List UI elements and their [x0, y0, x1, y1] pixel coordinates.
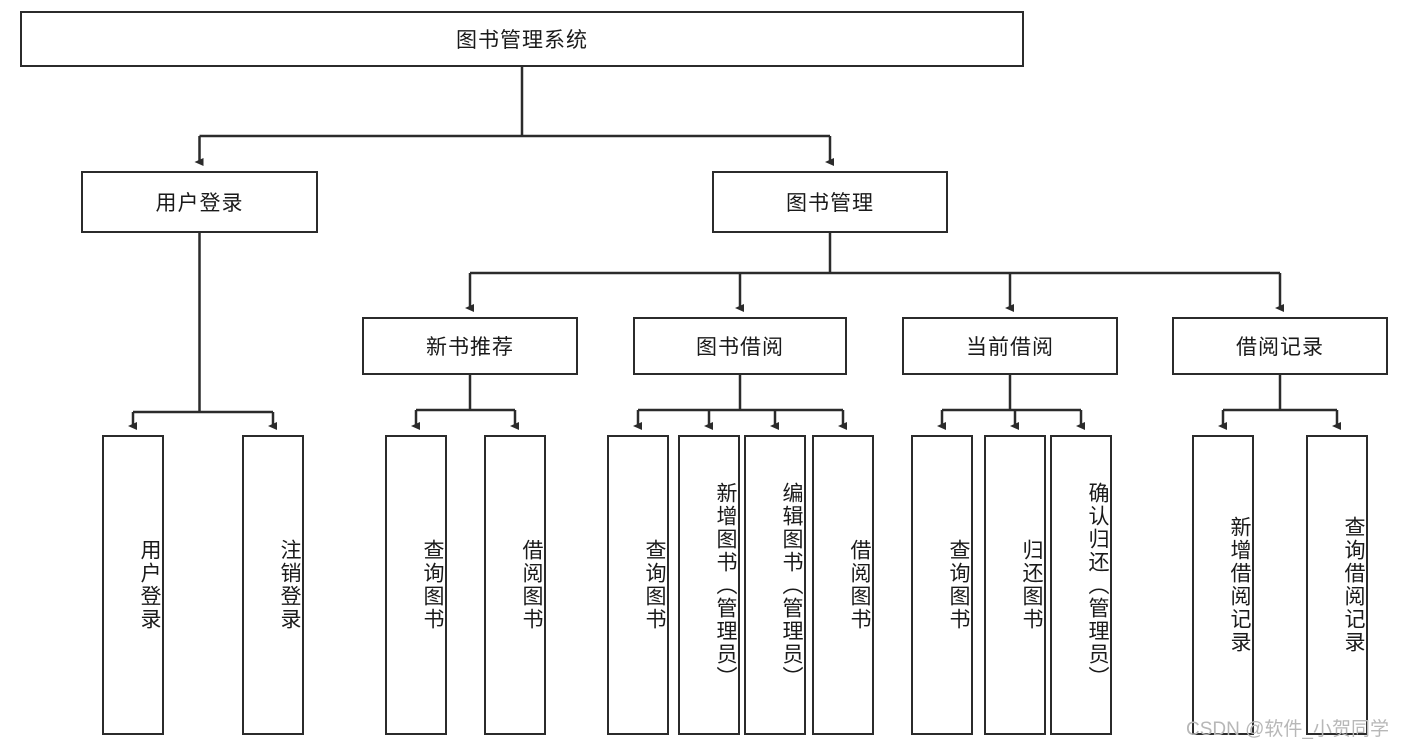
node-label: 新书推荐	[426, 336, 514, 359]
node-label: 借阅图书	[520, 539, 543, 631]
node-label: 新增借阅记录	[1228, 516, 1251, 654]
node-root[interactable]: 图书管理系统	[20, 11, 1024, 67]
node-leaf-add-book-admin[interactable]: 新增图书（管理员）	[678, 435, 740, 735]
node-leaf-edit-book-admin[interactable]: 编辑图书（管理员）	[744, 435, 806, 735]
node-label: 借阅图书	[848, 539, 871, 631]
node-leaf-query-book-1[interactable]: 查询图书	[385, 435, 447, 735]
node-label: 查询借阅记录	[1342, 516, 1365, 654]
node-label: 查询图书	[947, 539, 970, 631]
node-label: 归还图书	[1020, 539, 1043, 631]
node-label: 查询图书	[643, 539, 666, 631]
node-leaf-query-borrow-record[interactable]: 查询借阅记录	[1306, 435, 1368, 735]
node-book-manage[interactable]: 图书管理	[712, 171, 948, 233]
node-label: 当前借阅	[966, 336, 1054, 359]
node-leaf-borrow-book-1[interactable]: 借阅图书	[484, 435, 546, 735]
node-label: 图书借阅	[696, 336, 784, 359]
node-leaf-user-login[interactable]: 用户登录	[102, 435, 164, 735]
node-leaf-return-book[interactable]: 归还图书	[984, 435, 1046, 735]
node-label: 用户登录	[155, 192, 244, 215]
watermark-text: CSDN @软件_小贺同学	[1186, 719, 1389, 740]
node-label: 图书管理系统	[456, 29, 588, 52]
node-label: 编辑图书（管理员）	[780, 481, 803, 689]
node-label: 查询图书	[421, 539, 444, 631]
node-leaf-confirm-return-admin[interactable]: 确认归还（管理员）	[1050, 435, 1112, 735]
node-label: 新增图书（管理员）	[714, 481, 737, 689]
node-label: 图书管理	[786, 192, 874, 215]
node-label: 确认归还（管理员）	[1086, 481, 1109, 689]
node-leaf-query-book-2[interactable]: 查询图书	[607, 435, 669, 735]
node-book-borrow[interactable]: 图书借阅	[633, 317, 847, 375]
node-leaf-borrow-book-2[interactable]: 借阅图书	[812, 435, 874, 735]
node-new-book-recommend[interactable]: 新书推荐	[362, 317, 578, 375]
node-leaf-query-book-3[interactable]: 查询图书	[911, 435, 973, 735]
node-leaf-user-logout[interactable]: 注销登录	[242, 435, 304, 735]
node-label: 借阅记录	[1236, 336, 1324, 359]
node-user-login[interactable]: 用户登录	[81, 171, 318, 233]
node-leaf-add-borrow-record[interactable]: 新增借阅记录	[1192, 435, 1254, 735]
node-borrow-record[interactable]: 借阅记录	[1172, 317, 1388, 375]
node-label: 用户登录	[138, 539, 161, 631]
node-label: 注销登录	[278, 539, 301, 631]
node-current-borrow[interactable]: 当前借阅	[902, 317, 1118, 375]
